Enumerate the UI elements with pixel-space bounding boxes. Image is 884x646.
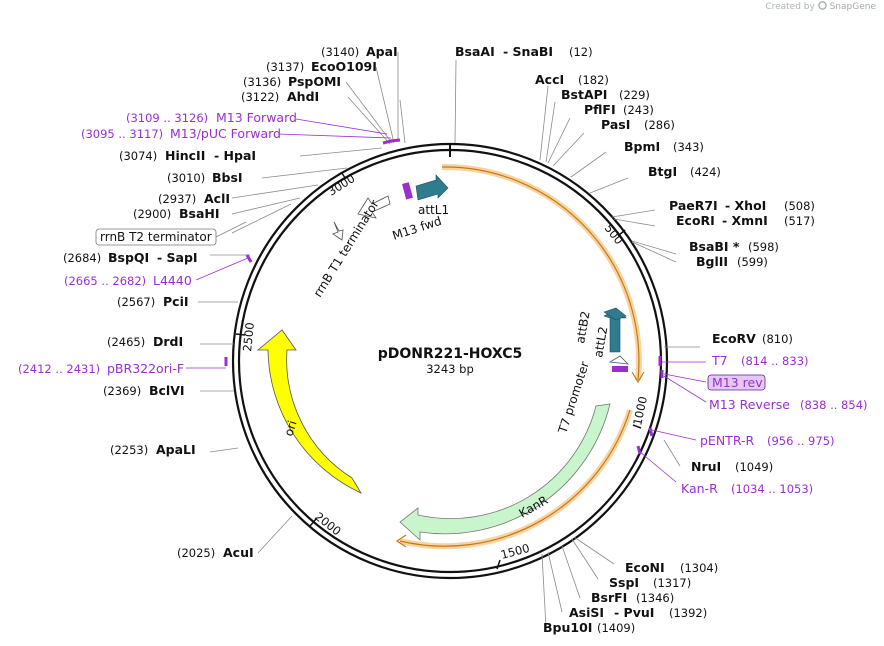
enzyme-pflfi: PflFI(243) — [584, 102, 654, 117]
primer-labels: (3109 .. 3126)M13 Forward (3095 .. 3117)… — [18, 110, 868, 496]
enzyme-sspi: SspI(1317) — [609, 575, 691, 590]
attl1-label: attL1 — [418, 203, 449, 217]
enzyme-bsrfi: BsrFI(1346) — [591, 590, 674, 605]
enzyme-ahdi: (3122)AhdI — [241, 89, 319, 104]
snapgene-logo-icon — [817, 1, 830, 12]
enzyme-bsaai-snabi: BsaAI- SnaBI(12) — [455, 44, 593, 59]
enzyme-bglii: BglII(599) — [696, 254, 768, 269]
primer-marks — [186, 118, 707, 483]
enzyme-asisi-pvui: AsiSI- PvuI(1392) — [569, 605, 707, 620]
rrnb-t2-terminator-box: rrnB T2 terminator — [95, 221, 247, 246]
tick-1000: 1000 — [630, 395, 650, 427]
attl2-label: attL2 — [591, 325, 610, 358]
primer-pbr322ori-f: (2412 .. 2431)pBR322ori-F — [18, 361, 184, 376]
ori-feature: ori — [256, 329, 363, 494]
tick-2500: 2500 — [240, 322, 257, 353]
primer-t7: T7(814 .. 833) — [711, 353, 809, 368]
enzyme-bsabi: BsaBI *(598) — [689, 239, 779, 254]
enzyme-pasi: PasI(286) — [601, 117, 675, 132]
enzyme-paer7i-xhoi: PaeR7I- XhoI(508) — [669, 198, 815, 213]
enzyme-apai: (3140)ApaI — [321, 44, 398, 59]
enzyme-bclvi: (2369)BclVI — [103, 383, 185, 398]
center-labels: pDONR221-HOXC5 3243 bp — [378, 346, 523, 376]
attb2-label: attB2 — [573, 310, 592, 345]
enzyme-btgi: BtgI(424) — [648, 164, 721, 179]
primer-l4440: (2665 .. 2682)L4440 — [64, 273, 192, 288]
enzyme-bstapi: BstAPI(229) — [561, 87, 650, 102]
enzyme-hincii-hpai: (3074)HincII- HpaI — [119, 148, 256, 163]
rrnb-t2-terminator-label: rrnB T2 terminator — [100, 230, 212, 244]
enzyme-drdi: (2465)DrdI — [107, 334, 183, 349]
enzyme-bspqi-sapi: (2684)BspQI- SapI — [63, 250, 198, 265]
enzyme-acui: (2025)AcuI — [177, 545, 254, 560]
rrnb-t1-feature: rrnB T1 terminator — [311, 195, 391, 300]
enzyme-labels-right: BsaAI- SnaBI(12) AccI(182) BstAPI(229) P… — [455, 44, 815, 635]
snapgene-credit: Created by SnapGene — [765, 1, 876, 12]
ori-label: ori — [282, 419, 300, 438]
tick-500: 500 — [602, 221, 627, 247]
primer-m13-puc-forward: (3095 .. 3117)M13/pUC Forward — [81, 126, 281, 141]
enzyme-nrui: NruI(1049) — [691, 459, 773, 474]
enzyme-labels-left: (3140)ApaI (3137)EcoO109I (3136)PspOMI (… — [63, 44, 398, 560]
enzyme-bpmi: BpmI(343) — [624, 139, 704, 154]
enzyme-acci: AccI(182) — [535, 72, 609, 87]
kanr-feature: KanR — [399, 403, 611, 541]
enzyme-ecorv: EcoRV(810) — [712, 331, 793, 346]
plasmid-name: pDONR221-HOXC5 — [378, 346, 523, 362]
enzyme-pcii: (2567)PciI — [117, 294, 189, 309]
t7-promoter-label: T7 promoter — [555, 360, 592, 436]
enzyme-bbsi: (3010)BbsI — [167, 170, 243, 185]
enzyme-bsahi: (2900)BsaHI — [133, 206, 220, 221]
enzyme-acli: (2937)AclI — [158, 191, 230, 206]
primer-m13-rev: M13 rev — [712, 375, 763, 390]
credit-brand: SnapGene — [829, 2, 876, 12]
tick-3000: 3000 — [325, 171, 357, 198]
attl2-feature: attB2 attL2 T7 promoter — [555, 307, 630, 436]
primer-pentr-r: pENTR-R(956 .. 975) — [700, 433, 835, 448]
attl1-feature: attL1 M13 fwd — [391, 174, 449, 243]
plasmid-length: 3243 bp — [426, 362, 474, 376]
enzyme-ecoo109i: (3137)EcoO109I — [266, 59, 377, 74]
enzyme-pspomi: (3136)PspOMI — [243, 74, 341, 89]
primer-m13-rev-box: M13 rev — [707, 374, 766, 391]
enzyme-econi: EcoNI(1304) — [625, 560, 718, 575]
primer-m13-reverse: M13 Reverse(838 .. 854) — [709, 397, 868, 412]
credit-prefix: Created by — [765, 2, 815, 12]
enzyme-apali: (2253)ApaLI — [110, 442, 196, 457]
primer-kan-r: Kan-R(1034 .. 1053) — [681, 481, 813, 496]
site-marks — [198, 52, 700, 629]
m13fwd-label: M13 fwd — [391, 214, 444, 243]
enzyme-ecori-xmni: EcoRI- XmnI(517) — [676, 213, 815, 228]
orf-arc — [395, 163, 645, 550]
enzyme-bpu10i: Bpu10I(1409) — [543, 620, 635, 635]
primer-m13-forward: (3109 .. 3126)M13 Forward — [126, 110, 297, 125]
rrnb-t1-label: rrnB T1 terminator — [311, 197, 382, 299]
